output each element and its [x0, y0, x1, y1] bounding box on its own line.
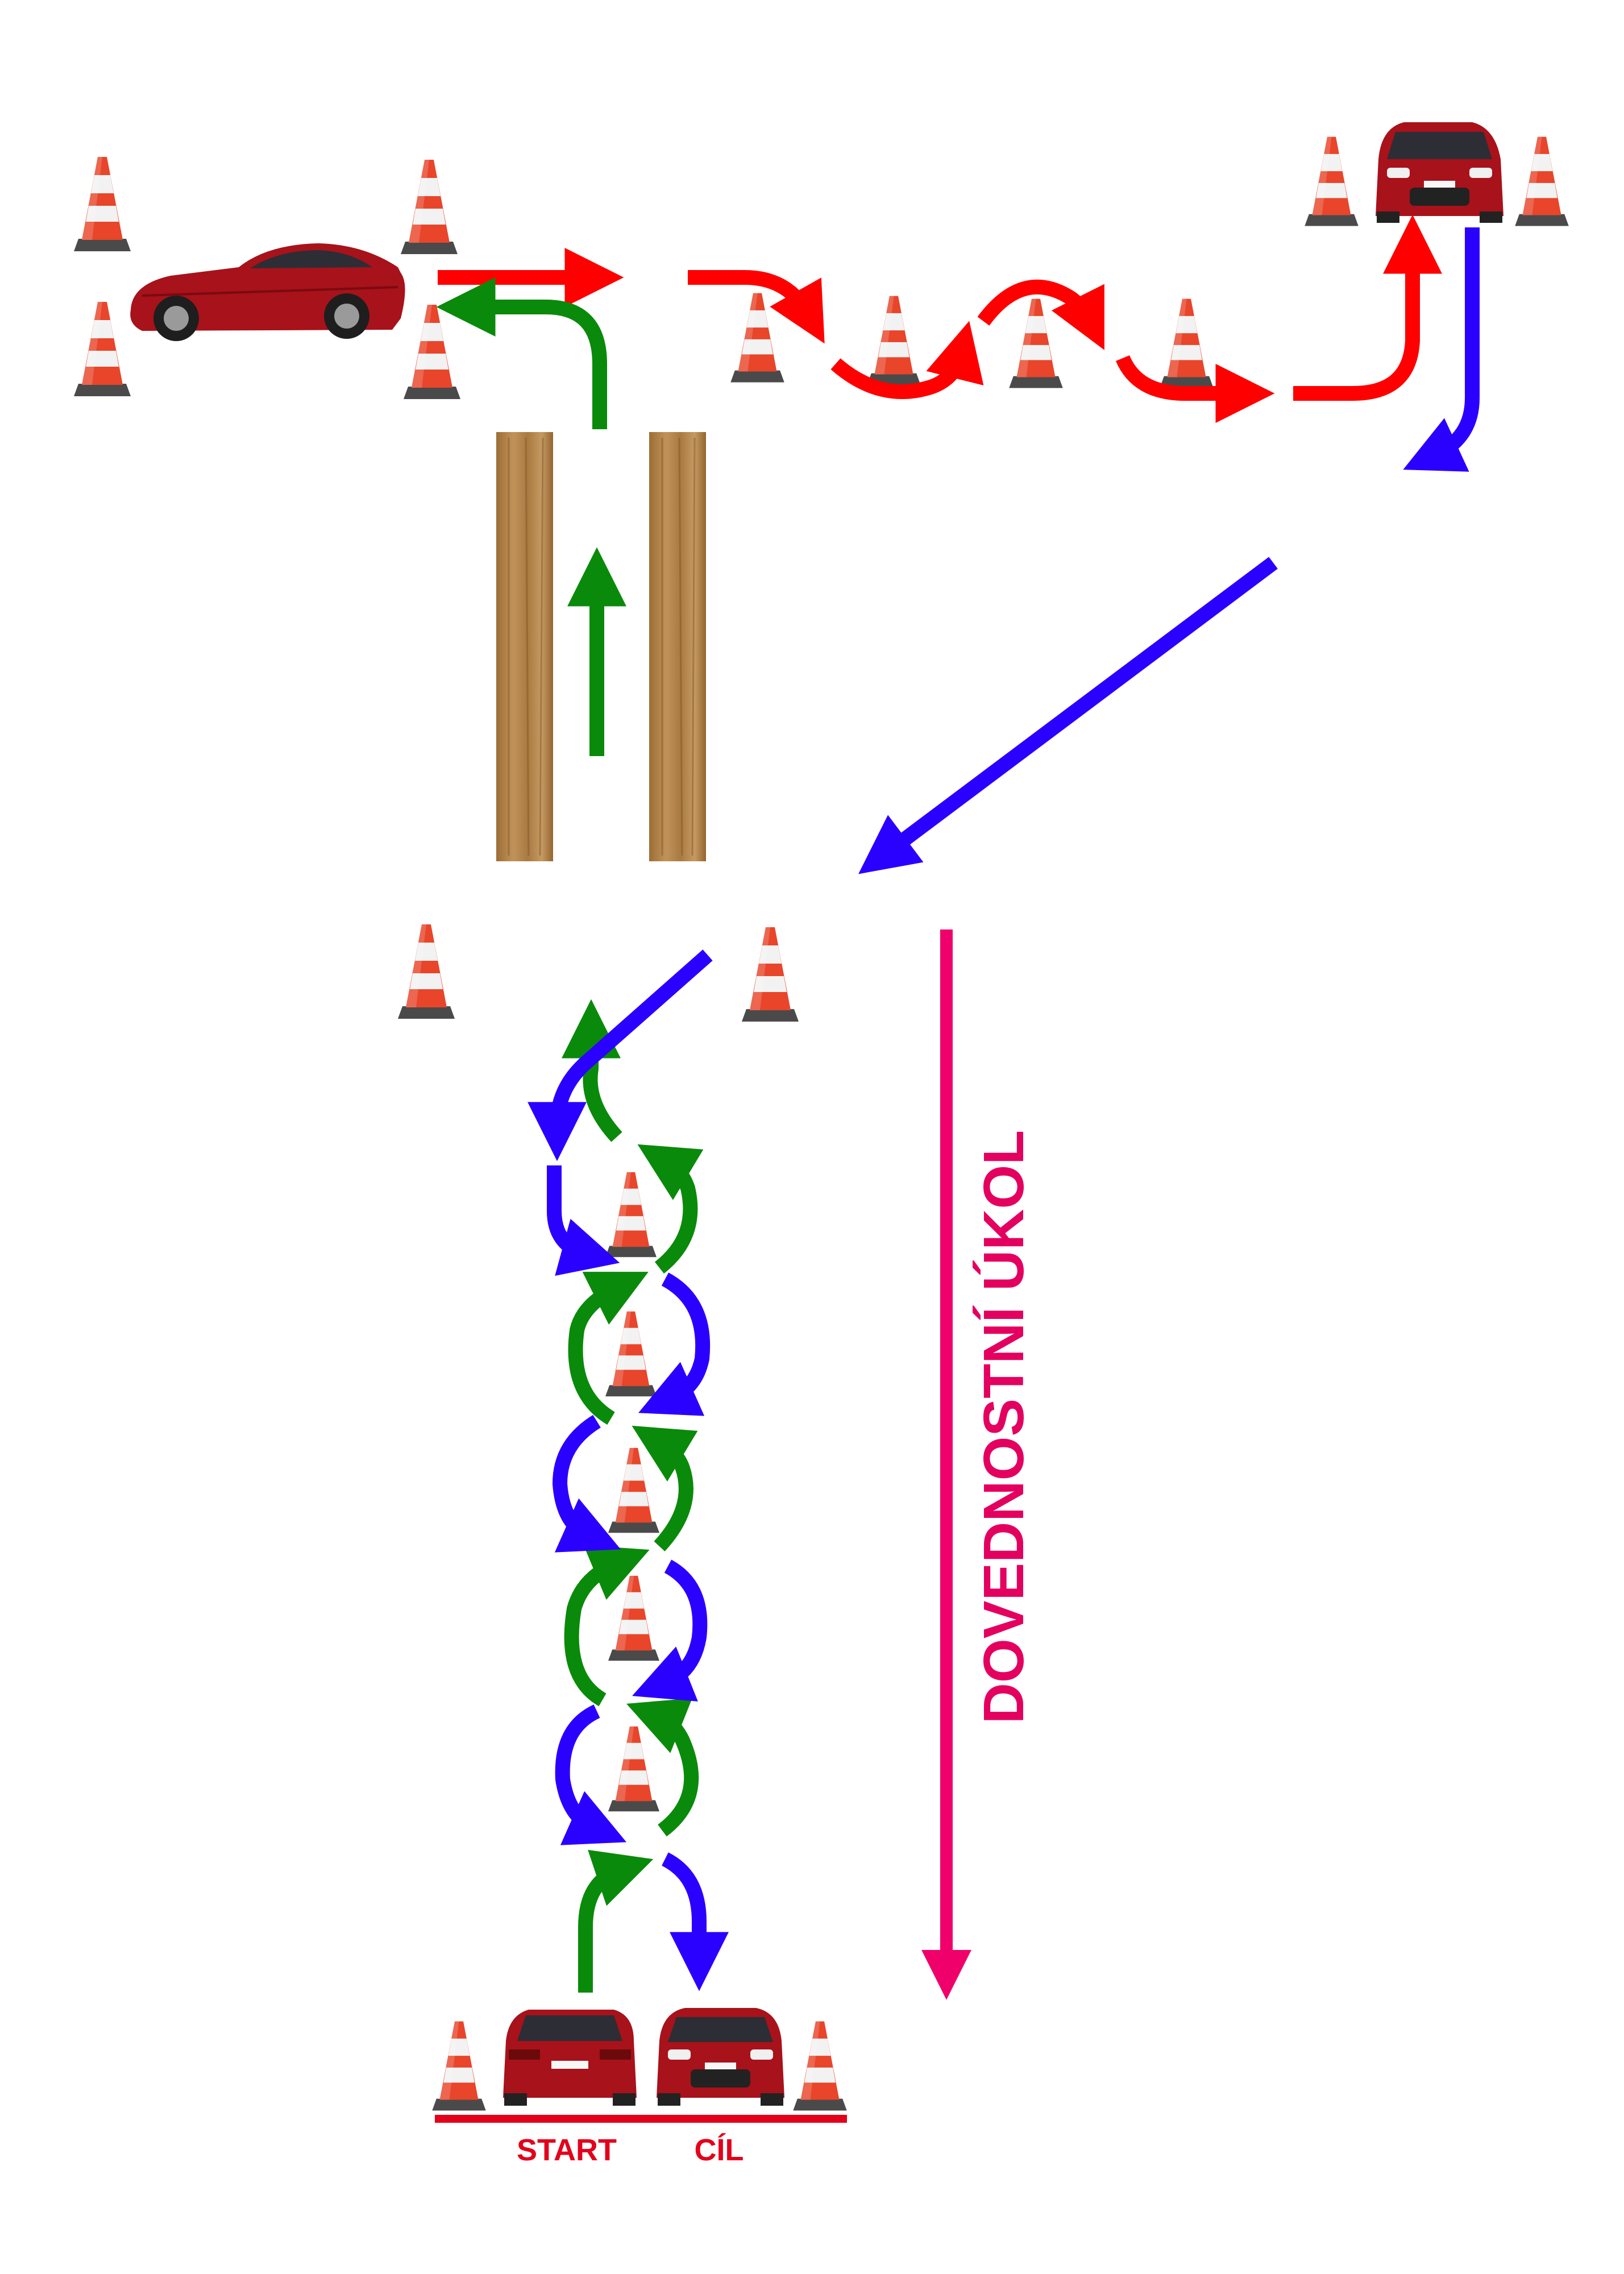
- car-rear-icon: [503, 2010, 637, 2106]
- blue-arrow: [632, 1559, 708, 1702]
- traffic-cone-icon: [432, 2021, 486, 2111]
- cones: [74, 136, 1569, 2111]
- traffic-cone-icon: [608, 1575, 659, 1661]
- blue-route: [528, 227, 1480, 1991]
- red-arrow: [1116, 355, 1275, 423]
- blue-arrow: [858, 557, 1278, 874]
- green-arrow: [568, 1272, 649, 1425]
- start-label: START: [517, 2133, 617, 2167]
- traffic-cone-icon: [605, 1172, 657, 1258]
- traffic-cone-icon: [1009, 298, 1063, 388]
- green-route: [436, 277, 704, 1993]
- traffic-cone-icon: [398, 924, 455, 1019]
- car-front-icon: [1376, 122, 1503, 223]
- green-arrow: [564, 1545, 650, 1707]
- traffic-cone-icon: [867, 296, 921, 385]
- wooden-plank: [649, 432, 706, 861]
- traffic-cone-icon: [74, 302, 131, 396]
- start-finish-line: [435, 2115, 847, 2123]
- traffic-cone-icon: [742, 927, 799, 1022]
- blue-arrow: [547, 1165, 620, 1276]
- wooden-plank: [496, 432, 553, 861]
- wooden-planks: [496, 432, 706, 861]
- blue-arrow: [661, 1852, 729, 1991]
- skill-task-indicator: DOVEDNOSTNÍ ÚKOL: [921, 929, 1036, 2000]
- car-side-icon: [130, 243, 405, 341]
- red-arrow: [1293, 214, 1442, 401]
- blue-arrow: [555, 1704, 627, 1845]
- traffic-cone-icon: [1515, 136, 1569, 226]
- finish-label: CÍL: [695, 2133, 744, 2167]
- blue-arrow: [638, 1272, 711, 1416]
- green-arrow: [436, 277, 607, 429]
- traffic-cone-icon: [401, 160, 458, 254]
- start-finish-area: START CÍL: [435, 2115, 847, 2167]
- green-arrow: [562, 999, 622, 1142]
- blue-arrow: [552, 1414, 621, 1553]
- traffic-cone-icon: [605, 1311, 657, 1397]
- blue-arrow: [1403, 227, 1480, 472]
- traffic-cone-icon: [608, 1726, 659, 1812]
- traffic-cone-icon: [404, 305, 460, 399]
- traffic-cone-icon: [793, 2021, 847, 2111]
- red-arrow: [688, 270, 825, 344]
- skill-task-label: DOVEDNOSTNÍ ÚKOL: [972, 1130, 1036, 1724]
- red-arrow: [977, 280, 1104, 350]
- traffic-cone-icon: [608, 1447, 659, 1533]
- traffic-cone-icon: [1160, 298, 1214, 388]
- traffic-cone-icon: [1305, 136, 1359, 226]
- blue-arrow: [528, 949, 713, 1161]
- green-arrow: [626, 1698, 699, 1837]
- red-arrow: [830, 321, 984, 399]
- car-front-icon: [657, 2008, 784, 2106]
- green-arrow: [632, 1425, 698, 1551]
- green-arrow: [578, 1849, 654, 1993]
- traffic-cone-icon: [74, 157, 131, 251]
- green-arrow: [637, 1144, 704, 1274]
- traffic-cone-icon: [730, 293, 784, 383]
